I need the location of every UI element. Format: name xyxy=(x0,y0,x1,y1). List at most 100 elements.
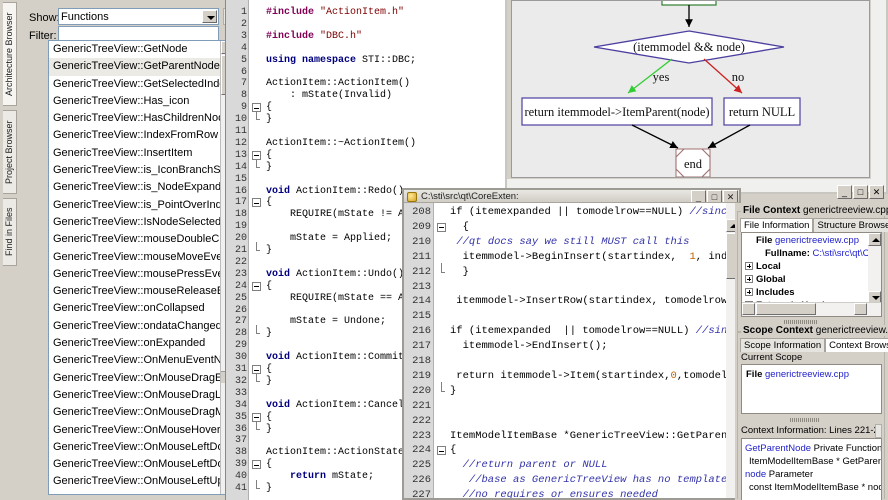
maximize-button[interactable]: □ xyxy=(853,185,868,199)
tab-context-browser[interactable]: Context Browser xyxy=(825,338,888,352)
code-line[interactable]: void ActionItem::Cancel() xyxy=(266,400,416,412)
code-line[interactable]: { xyxy=(266,281,272,293)
core-editor-fold-margin[interactable] xyxy=(435,203,447,498)
code-line[interactable]: void ActionItem::Undo() xyxy=(266,269,404,281)
code-line[interactable]: #include "DBC.h" xyxy=(266,31,362,43)
tab-scope-information[interactable]: Scope Information xyxy=(740,338,826,352)
file-tree-scroll-left[interactable] xyxy=(742,303,755,315)
function-list-item[interactable]: GenericTreeView::GetParentNode xyxy=(49,58,220,76)
code-line[interactable]: mState = Undone; xyxy=(266,316,386,328)
chevron-down-icon[interactable] xyxy=(202,10,217,23)
code-line[interactable]: if (itemexpanded || tomodelrow==NULL) //… xyxy=(450,324,739,339)
function-list-item[interactable]: GenericTreeView::is_IconBranchStyle xyxy=(53,164,234,177)
tree-node[interactable]: File generictreeview.cpp xyxy=(742,234,868,247)
core-minimize-button[interactable]: _ xyxy=(691,190,706,202)
file-context-resize-gripper[interactable] xyxy=(784,320,818,324)
show-combobox[interactable]: Functions xyxy=(58,8,219,25)
function-list-item[interactable]: GenericTreeView::OnMouseDragMove xyxy=(53,406,234,419)
function-list-item[interactable]: GenericTreeView::mouseDoubleClickEvent xyxy=(53,233,233,246)
function-list-item[interactable]: GenericTreeView::IndexFromRow xyxy=(53,129,219,142)
code-line[interactable]: { xyxy=(450,220,469,235)
code-line[interactable]: using namespace STI::DBC; xyxy=(266,55,416,67)
tree-node[interactable]: Local xyxy=(742,260,868,273)
flow-node-return-parent[interactable] xyxy=(521,97,713,126)
function-list-item[interactable]: GenericTreeView::is_NodeExpanded xyxy=(53,181,234,194)
code-line[interactable]: //qt docs say we still MUST call this xyxy=(450,235,689,250)
code-line[interactable]: REQUIRE(mState != App xyxy=(266,209,416,221)
context-entry-header[interactable]: GetParentNode Private Function xyxy=(745,442,881,455)
code-line[interactable]: //return parent or NULL xyxy=(450,458,608,473)
expand-plus-icon[interactable] xyxy=(745,262,753,270)
code-line[interactable]: itemmodel->InsertRow(startindex, tomodel… xyxy=(450,294,739,309)
function-list-item[interactable]: GenericTreeView::InsertItem xyxy=(53,146,193,159)
code-line[interactable]: void ActionItem::Commit() xyxy=(266,352,416,364)
function-list-item[interactable]: GenericTreeView::mouseMoveEvent xyxy=(53,250,232,263)
flow-node-condition[interactable] xyxy=(593,30,785,64)
function-list-item[interactable]: GenericTreeView::onExpanded xyxy=(53,337,206,350)
function-list-item[interactable]: GenericTreeView::GetSelectedIndexes xyxy=(53,77,234,90)
function-list-item[interactable]: GenericTreeView::onCollapsed xyxy=(53,302,205,315)
function-list-item[interactable]: GenericTreeView::Has_icon xyxy=(53,94,190,107)
function-list-item[interactable]: GenericTreeView::OnMouseMiddleDoubleClic… xyxy=(49,491,233,494)
function-list-item[interactable]: GenericTreeView::OnMouseLeftDownClick xyxy=(53,458,233,471)
code-line[interactable]: return itemmodel->Item(startindex,0,tomo… xyxy=(450,369,739,384)
function-list-item[interactable]: GenericTreeView::IsNodeSelected xyxy=(53,215,222,228)
code-line[interactable]: ActionItem::ActionItem() xyxy=(266,78,410,90)
code-line[interactable]: { xyxy=(266,459,272,471)
code-line[interactable]: ItemModelItemBase *GenericTreeView::GetP… xyxy=(450,429,739,444)
tree-node[interactable]: Fullname: C:\sti\src\qt\CoreExt xyxy=(742,247,881,260)
code-line[interactable]: } xyxy=(266,162,272,174)
core-window-titlebar[interactable]: C:\sti\src\qt\CoreExten: _ □ ✕ xyxy=(404,190,739,203)
code-line[interactable]: #include "ActionItem.h" xyxy=(266,7,404,19)
function-list-item[interactable]: GenericTreeView::GetNode xyxy=(53,43,188,55)
code-line[interactable]: { xyxy=(266,102,272,114)
expand-plus-icon[interactable] xyxy=(745,288,753,296)
file-tree-vscrollbar[interactable] xyxy=(868,233,881,304)
scope-item[interactable]: File generictreeview.cpp xyxy=(746,368,879,381)
code-line[interactable]: if (itemexpanded || tomodelrow==NULL) //… xyxy=(450,205,739,220)
code-line[interactable]: } xyxy=(266,328,272,340)
function-list-item[interactable]: GenericTreeView::OnMouseLeftDoubleClick xyxy=(53,440,233,453)
code-line[interactable]: REQUIRE(mState == App xyxy=(266,293,416,305)
file-tree-scroll-up[interactable] xyxy=(868,233,881,246)
function-list-item[interactable]: GenericTreeView::is_PointOverIndicator xyxy=(53,198,234,211)
code-line[interactable]: : mState(Invalid) xyxy=(266,90,392,102)
function-list-item[interactable]: GenericTreeView::OnMouseHover xyxy=(53,423,221,436)
flowchart-vscrollbar[interactable] xyxy=(871,0,886,192)
code-line[interactable]: { xyxy=(266,150,272,162)
scope-resize-gripper[interactable] xyxy=(790,418,820,422)
expand-plus-icon[interactable] xyxy=(745,275,753,283)
function-list-item[interactable]: GenericTreeView::mouseReleaseEvent xyxy=(53,285,234,298)
vtab-project-browser[interactable]: Project Browser xyxy=(3,110,17,194)
fold-toggle-icon[interactable] xyxy=(252,281,261,291)
function-list-item[interactable]: GenericTreeView::OnMouseDragLeave xyxy=(53,388,234,401)
code-line[interactable]: ActionItem::ActionState A xyxy=(266,447,416,459)
code-line[interactable]: } xyxy=(450,384,456,399)
code-line[interactable]: } xyxy=(266,114,272,126)
minimize-button[interactable]: _ xyxy=(837,185,852,199)
tree-node[interactable]: Includes xyxy=(742,286,868,299)
code-line[interactable]: { xyxy=(266,197,272,209)
flow-node-end[interactable] xyxy=(675,148,711,177)
function-list-item[interactable]: GenericTreeView::OnMouseDragEnter xyxy=(53,371,234,384)
fold-toggle-icon[interactable] xyxy=(437,446,446,456)
vtab-architecture-browser[interactable]: Architecture Browser xyxy=(3,2,17,106)
function-list-item[interactable]: GenericTreeView::ondataChanged xyxy=(53,319,222,332)
function-list-item[interactable]: GenericTreeView::mousePressEvent xyxy=(53,267,233,280)
current-scope-list[interactable]: File generictreeview.cpp xyxy=(741,364,882,414)
code-line[interactable]: //no requires or ensures needed xyxy=(450,488,658,498)
file-tree-hscroll-thumb[interactable] xyxy=(756,303,816,315)
file-tree-hscrollbar[interactable] xyxy=(742,302,881,316)
code-line[interactable]: } xyxy=(266,245,272,257)
core-close-button[interactable]: ✕ xyxy=(723,190,738,202)
vtab-find-in-files[interactable]: Find in Files xyxy=(3,198,17,266)
code-line[interactable]: return mState; xyxy=(266,471,374,483)
code-line[interactable]: mState = Applied; xyxy=(266,233,392,245)
file-tree-scroll-right[interactable] xyxy=(854,303,867,315)
code-line[interactable]: ActionItem::~ActionItem() xyxy=(266,138,416,150)
tab-file-information[interactable]: File Information xyxy=(740,218,814,232)
close-button[interactable]: ✕ xyxy=(869,185,884,199)
